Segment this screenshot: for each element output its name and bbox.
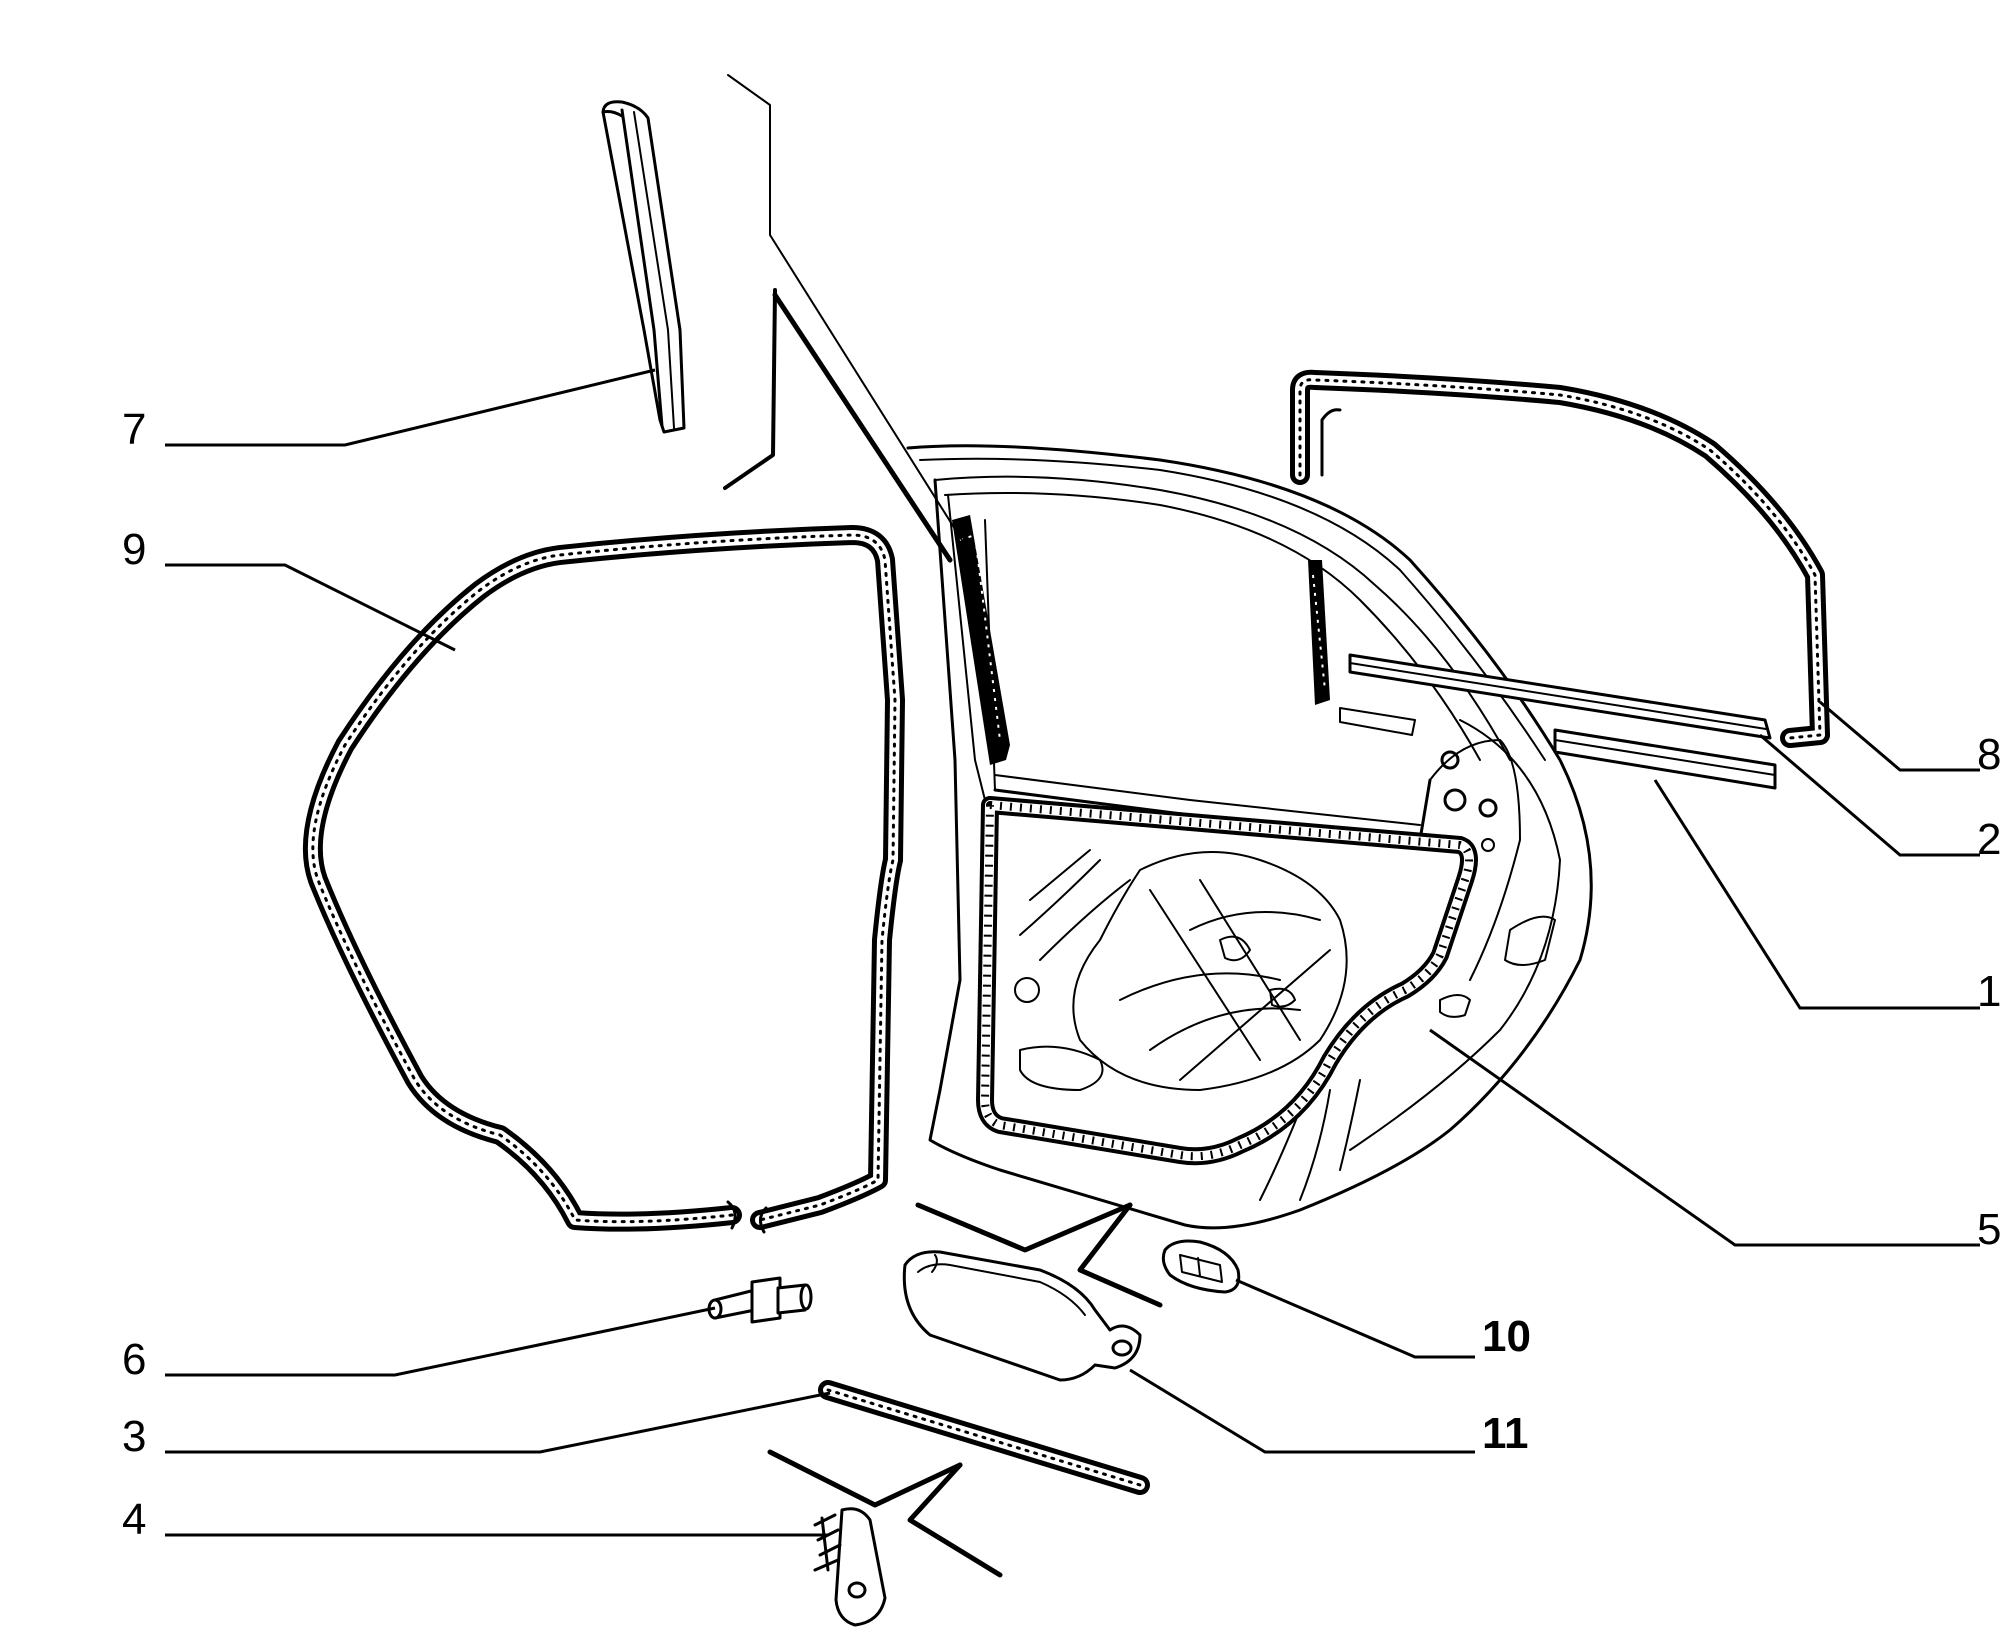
part-5-door-panel-seal [976,796,1478,1166]
callout-6: 6 [122,1335,147,1384]
leader-lines [165,368,1980,1537]
part-10-plug [1161,1239,1241,1294]
callout-8: 8 [1977,730,2002,779]
callout-5: 5 [1977,1205,2002,1254]
leader-2 [1759,733,1980,857]
part-4-clip [813,1507,887,1627]
leader-9 [165,563,456,652]
callout-7: 7 [122,405,147,454]
part-1-outer-belt-strip [1553,728,1777,790]
part-6-bushing [707,1276,813,1324]
part-8-window-seal [1290,369,1830,748]
callout-2: 2 [1977,815,2002,864]
part-9-door-frame-seal [302,525,905,1234]
leader-6 [165,1306,716,1377]
leader-8 [1819,700,1980,772]
callout-1: 1 [1977,967,2002,1016]
callout-10: 10 [1482,1312,1531,1361]
reference-lines [723,74,1163,1578]
callout-4: 4 [122,1495,147,1544]
part-7-glass-channel [601,100,686,434]
part-11-handle [902,1250,1142,1382]
door-shell [906,444,1593,1230]
leader-5 [1429,1028,1980,1247]
leader-1 [1653,779,1980,1010]
callout-9: 9 [122,525,147,574]
leader-3 [165,1391,831,1454]
part-2-inner-belt-strip [1339,653,1772,740]
part-3-lower-seal [818,1380,1150,1495]
leader-10 [1235,1278,1475,1359]
leader-11 [1129,1368,1475,1454]
callout-11: 11 [1482,1409,1529,1458]
leader-7 [165,368,656,447]
callout-3: 3 [122,1412,147,1461]
door-front-channel-strip [952,515,1010,765]
